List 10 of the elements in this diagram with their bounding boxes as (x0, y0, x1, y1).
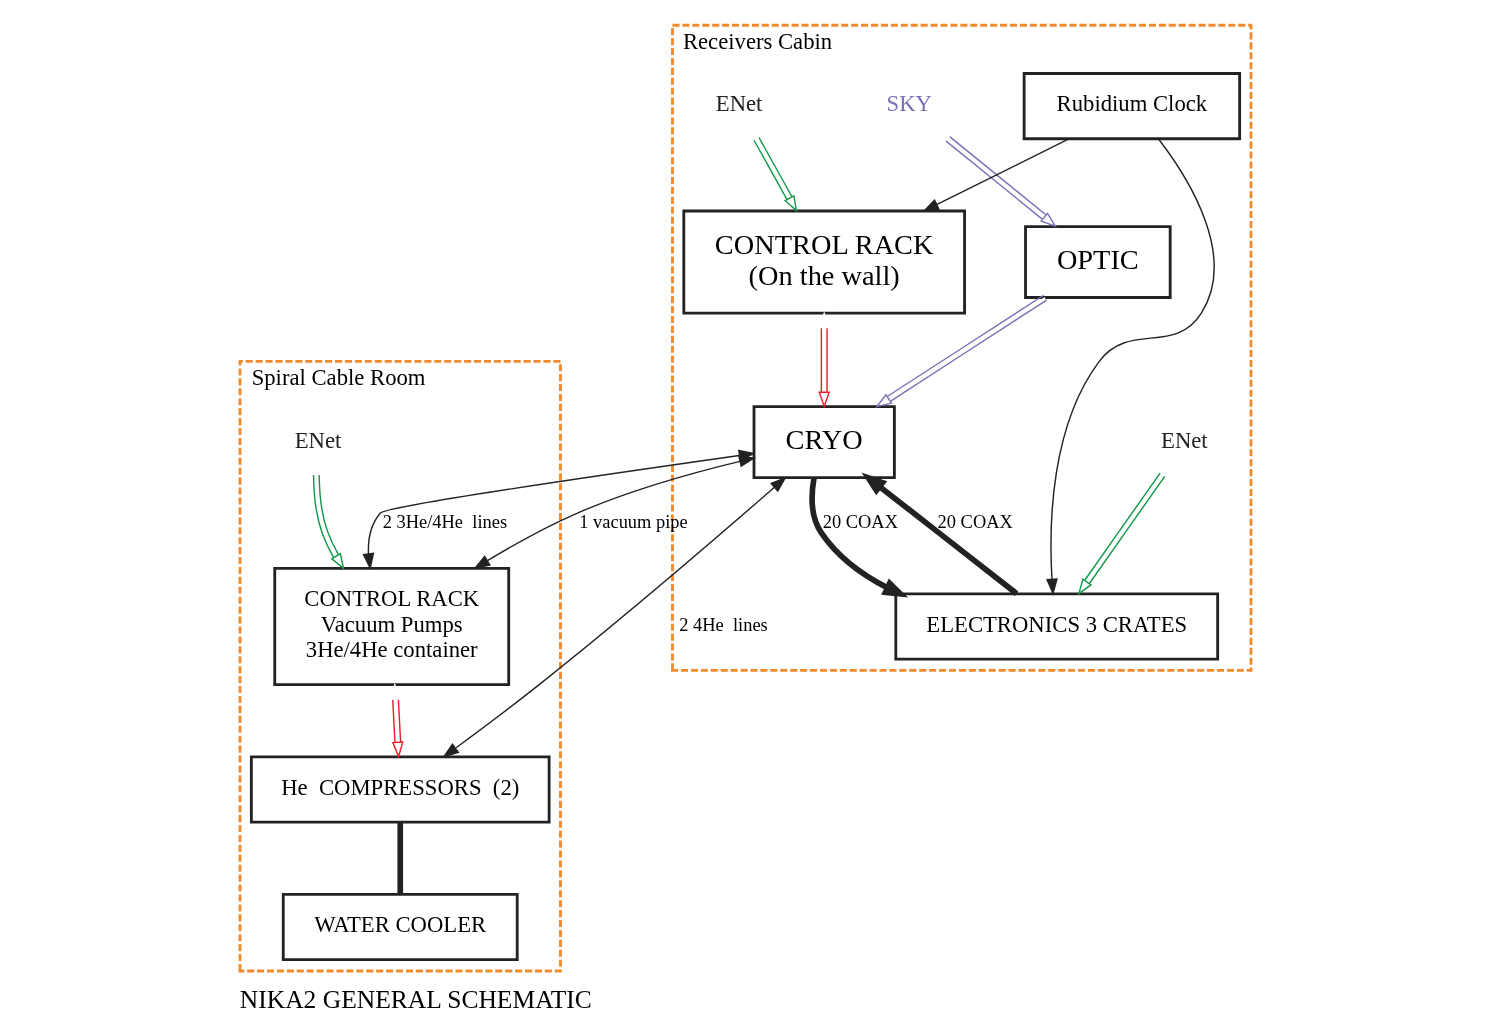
edge-label: 1 vacuum pipe (578, 511, 688, 532)
edge-label: 20 COAX (822, 511, 898, 532)
node-text: ENet (1160, 427, 1208, 453)
edge-label: 20 COAX (937, 511, 1013, 532)
node-text: ENet (294, 427, 341, 453)
diagram-title: NIKA2 GENERAL SCHEMATIC (239, 985, 592, 1015)
node-text: SKY (886, 91, 932, 117)
node-text: ENet (715, 91, 762, 117)
edge-label: 2 4He lines (678, 615, 768, 636)
edge-label: 2 3He/4He lines (382, 511, 507, 532)
